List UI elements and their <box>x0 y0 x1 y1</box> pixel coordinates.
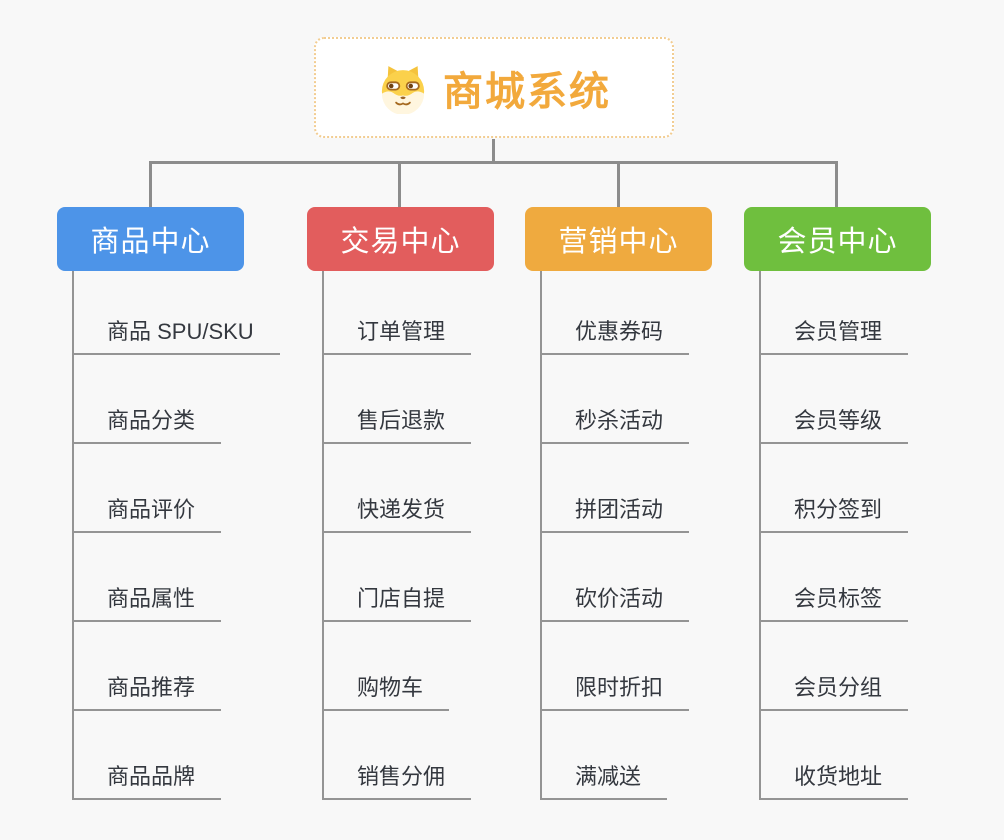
branch-subtopics: 优惠券码 秒杀活动 拼团活动 砍价活动 限时折扣 满减送 <box>540 271 690 800</box>
subtopic-node[interactable]: 售后退款 <box>324 355 472 444</box>
subtopic-node[interactable]: 订单管理 <box>324 271 472 355</box>
dog-face-icon <box>381 65 425 114</box>
subtopic-node[interactable]: 满减送 <box>542 711 668 800</box>
subtopic-node[interactable]: 会员标签 <box>761 533 909 622</box>
connector-drop-marketing <box>617 161 620 207</box>
branch-node-trade-center[interactable]: 交易中心 <box>307 207 494 271</box>
subtopic-node[interactable]: 积分签到 <box>761 444 909 533</box>
subtopic-node[interactable]: 秒杀活动 <box>542 355 690 444</box>
subtopic-node[interactable]: 砍价活动 <box>542 533 690 622</box>
branch-node-product-center[interactable]: 商品中心 <box>57 207 244 271</box>
subtopic-node[interactable]: 会员等级 <box>761 355 909 444</box>
subtopic-node[interactable]: 商品评价 <box>74 444 222 533</box>
branch-node-member-center[interactable]: 会员中心 <box>744 207 931 271</box>
subtopic-node[interactable]: 销售分佣 <box>324 711 472 800</box>
root-topic-title: 商城系统 <box>443 69 611 114</box>
subtopic-node[interactable]: 会员管理 <box>761 271 909 355</box>
subtopic-node[interactable]: 收货地址 <box>761 711 909 800</box>
branch-product-center: 商品中心 商品 SPU/SKU 商品分类 商品评价 商品属性 商品推荐 商品品牌 <box>57 207 280 800</box>
connector-drop-trade <box>398 161 401 207</box>
subtopic-node[interactable]: 商品分类 <box>74 355 222 444</box>
subtopic-node[interactable]: 商品品牌 <box>74 711 222 800</box>
subtopic-node[interactable]: 快递发货 <box>324 444 472 533</box>
branch-subtopics: 商品 SPU/SKU 商品分类 商品评价 商品属性 商品推荐 商品品牌 <box>72 271 280 800</box>
connector-drop-member <box>835 161 838 207</box>
subtopic-node[interactable]: 商品 SPU/SKU <box>74 271 280 355</box>
connector-drop-product <box>149 161 152 207</box>
branch-subtopics: 会员管理 会员等级 积分签到 会员标签 会员分组 收货地址 <box>759 271 909 800</box>
subtopic-node[interactable]: 购物车 <box>324 622 450 711</box>
branch-trade-center: 交易中心 订单管理 售后退款 快递发货 门店自提 购物车 销售分佣 <box>307 207 494 800</box>
subtopic-node[interactable]: 拼团活动 <box>542 444 690 533</box>
subtopic-node[interactable]: 商品属性 <box>74 533 222 622</box>
subtopic-node[interactable]: 会员分组 <box>761 622 909 711</box>
branch-member-center: 会员中心 会员管理 会员等级 积分签到 会员标签 会员分组 收货地址 <box>744 207 931 800</box>
subtopic-node[interactable]: 门店自提 <box>324 533 472 622</box>
branch-subtopics: 订单管理 售后退款 快递发货 门店自提 购物车 销售分佣 <box>322 271 472 800</box>
connector-horizontal-rail <box>149 161 838 164</box>
subtopic-node[interactable]: 商品推荐 <box>74 622 222 711</box>
subtopic-node[interactable]: 优惠券码 <box>542 271 690 355</box>
connector-root-stub <box>492 139 495 164</box>
subtopic-node[interactable]: 限时折扣 <box>542 622 690 711</box>
root-topic-node[interactable]: 商城系统 <box>314 37 674 138</box>
branch-marketing-center: 营销中心 优惠券码 秒杀活动 拼团活动 砍价活动 限时折扣 满减送 <box>525 207 712 800</box>
branch-node-marketing-center[interactable]: 营销中心 <box>525 207 712 271</box>
